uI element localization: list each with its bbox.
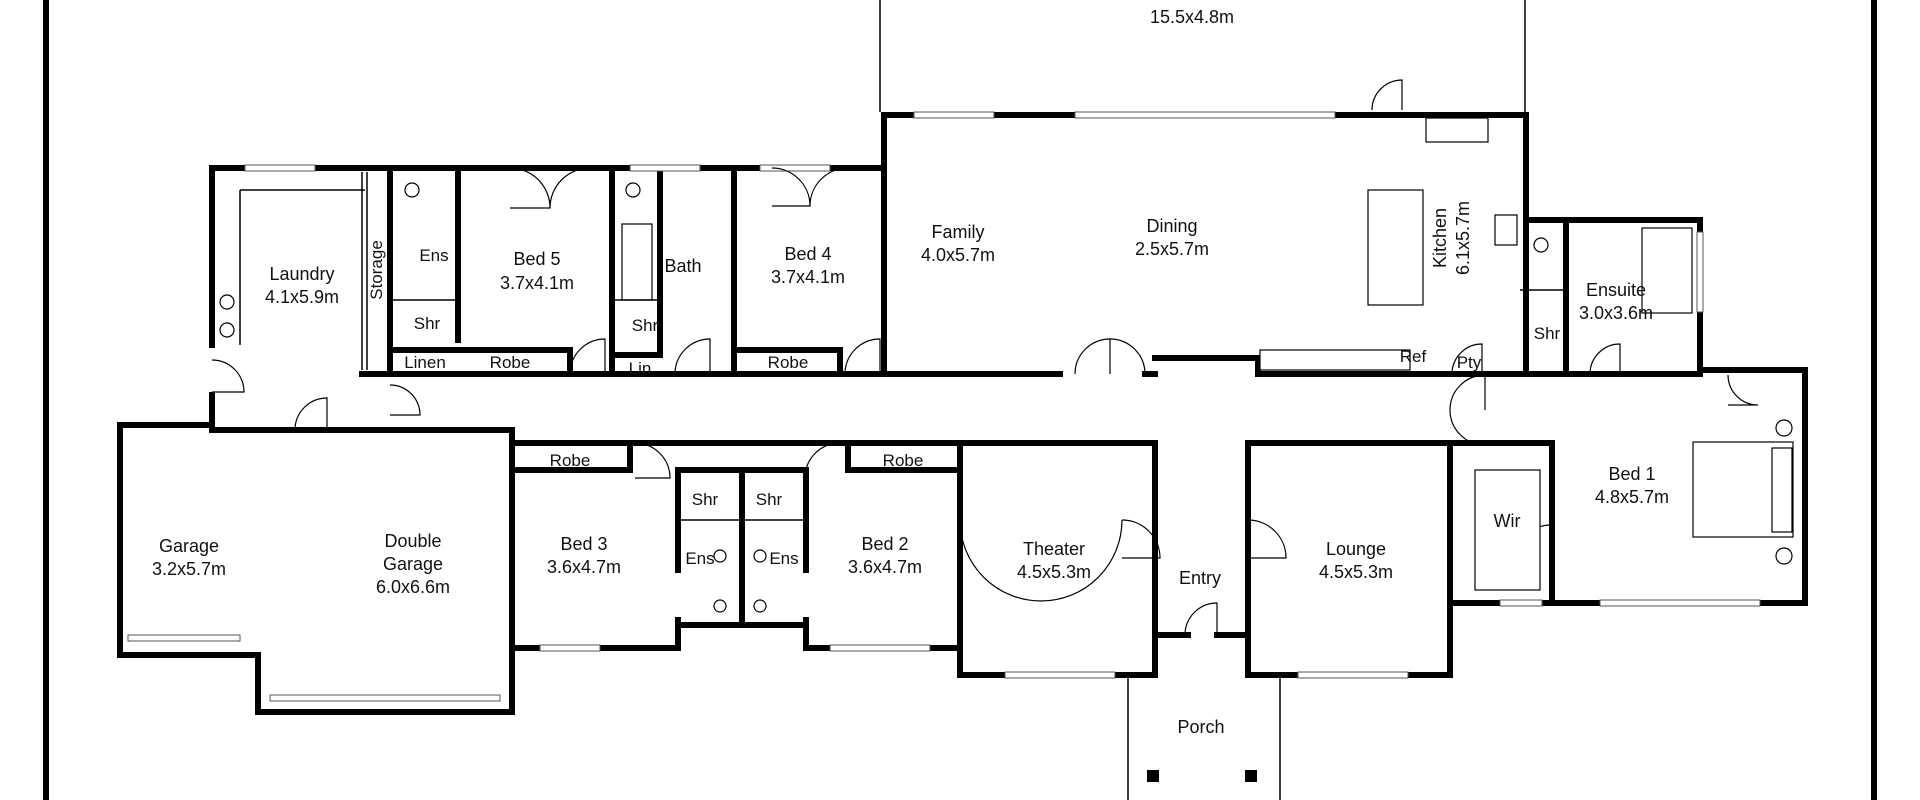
lin-name: Lin	[629, 359, 652, 378]
dining-name: Dining	[1146, 216, 1197, 236]
double-garage-name: Double	[384, 531, 441, 551]
laundry-partition	[239, 172, 1566, 521]
doors	[211, 79, 1759, 636]
ens-a-name: Ens	[685, 549, 714, 568]
bed3-name: Bed 3	[560, 534, 607, 554]
laundry-dims: 4.1x5.9m	[265, 287, 339, 307]
linen-name: Linen	[404, 353, 446, 372]
robe-bed3-name: Robe	[550, 451, 591, 470]
bed2-dims: 3.6x4.7m	[848, 557, 922, 577]
room-labels: 15.5x4.8m Family 4.0x5.7m Dining 2.5x5.7…	[152, 7, 1669, 737]
ens-b-name: Ens	[769, 549, 798, 568]
walls	[117, 112, 1808, 715]
bath-name: Bath	[664, 256, 701, 276]
bed3-dims: 3.6x4.7m	[547, 557, 621, 577]
theater-dims: 4.5x5.3m	[1017, 562, 1091, 582]
windows	[127, 111, 1761, 702]
bed5-name: Bed 5	[513, 249, 560, 269]
ensuite-dims: 3.0x3.6m	[1579, 303, 1653, 323]
bed1-name: Bed 1	[1608, 464, 1655, 484]
bed4-name: Bed 4	[784, 244, 831, 264]
alfresco-outline	[879, 0, 1526, 112]
shr-b-name: Shr	[756, 490, 783, 509]
kitchen-name: Kitchen	[1430, 208, 1450, 268]
dining-dims: 2.5x5.7m	[1135, 239, 1209, 259]
robe-bed4-name: Robe	[768, 353, 809, 372]
robe-bed5-name: Robe	[490, 353, 531, 372]
wir-name: Wir	[1494, 511, 1521, 531]
ref-name: Ref	[1400, 347, 1427, 366]
theater-name: Theater	[1023, 539, 1085, 559]
bed1-dims: 4.8x5.7m	[1595, 487, 1669, 507]
shr-bath-name: Shr	[632, 316, 659, 335]
ens-bed5-name: Ens	[419, 246, 448, 265]
laundry-name: Laundry	[269, 264, 334, 284]
storage-name: Storage	[367, 240, 386, 300]
garage-dims: 3.2x5.7m	[152, 559, 226, 579]
kitchen-dims: 6.1x5.7m	[1453, 201, 1473, 275]
porch-name: Porch	[1177, 717, 1224, 737]
shr-ensuite-name: Shr	[1534, 324, 1561, 343]
robe-bed2-name: Robe	[883, 451, 924, 470]
shr-bed5-name: Shr	[414, 314, 441, 333]
alfresco-dims: 15.5x4.8m	[1150, 7, 1234, 27]
double-garage-dims: 6.0x6.6m	[376, 577, 450, 597]
lounge-name: Lounge	[1326, 539, 1386, 559]
double-garage-name2: Garage	[383, 554, 443, 574]
family-name: Family	[932, 222, 985, 242]
pty-name: Pty	[1457, 353, 1482, 372]
fixtures	[219, 117, 1794, 613]
family-dims: 4.0x5.7m	[921, 245, 995, 265]
page-frame	[43, 0, 1877, 800]
bed5-dims: 3.7x4.1m	[500, 273, 574, 293]
garage-name: Garage	[159, 536, 219, 556]
bed4-dims: 3.7x4.1m	[771, 267, 845, 287]
shr-a-name: Shr	[692, 490, 719, 509]
lounge-dims: 4.5x5.3m	[1319, 562, 1393, 582]
entry-name: Entry	[1179, 568, 1221, 588]
bed2-name: Bed 2	[861, 534, 908, 554]
ensuite-name: Ensuite	[1586, 280, 1646, 300]
porch-outline	[1127, 678, 1281, 800]
